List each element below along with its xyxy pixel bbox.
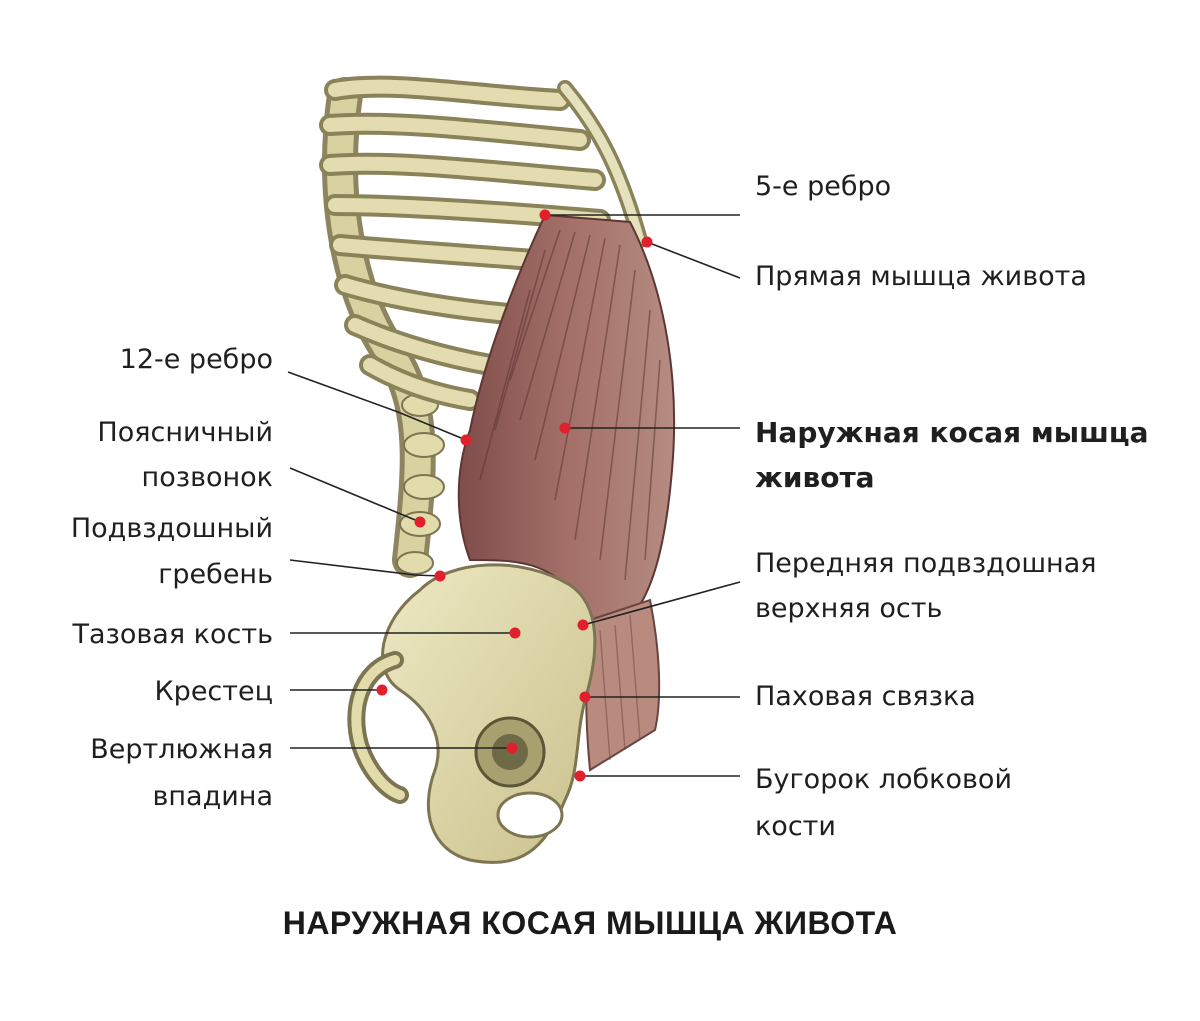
marker-external-oblique xyxy=(559,422,571,434)
label-acetabulum-1: Вертлюжная xyxy=(90,734,273,765)
label-inguinal-ligament: Паховая связка xyxy=(755,681,976,712)
marker-pubic xyxy=(574,770,586,782)
label-iliac-crest-2: гребень xyxy=(158,559,273,590)
marker-iliac-crest xyxy=(434,570,446,582)
marker-rib5 xyxy=(539,209,551,221)
marker-pelvis xyxy=(509,627,521,639)
label-rectus-abdominis: Прямая мышца живота xyxy=(755,261,1087,292)
label-external-oblique-2: живота xyxy=(755,461,875,494)
marker-asis xyxy=(577,619,589,631)
marker-sacrum xyxy=(376,684,388,696)
label-lumbar-vertebra-2: позвонок xyxy=(141,462,273,493)
label-rib12: 12-е ребро xyxy=(119,344,273,375)
label-pubic-tubercle-1: Бугорок лобковой xyxy=(755,764,1012,795)
label-external-oblique-1: Наружная косая мышца xyxy=(755,416,1149,449)
label-asis-1: Передняя подвздошная xyxy=(755,548,1097,579)
label-lumbar-vertebra-1: Поясничный xyxy=(97,417,273,448)
leader-lines xyxy=(287,214,741,777)
marker-lumbar xyxy=(414,516,426,528)
marker-rectus xyxy=(641,236,653,248)
marker-acetabulum xyxy=(506,742,518,754)
label-pubic-tubercle-2: кости xyxy=(755,811,836,842)
label-pelvic-bone: Тазовая кость xyxy=(72,619,273,650)
label-rib5: 5-е ребро xyxy=(755,171,892,202)
markers xyxy=(376,209,653,782)
label-asis-2: верхняя ость xyxy=(755,593,943,624)
label-acetabulum-2: впадина xyxy=(152,781,273,812)
pelvis-bone xyxy=(347,563,597,864)
marker-inguinal xyxy=(579,691,591,703)
label-iliac-crest-1: Подвздошный xyxy=(70,513,273,544)
marker-rib12 xyxy=(460,434,472,446)
label-sacrum: Крестец xyxy=(154,676,273,707)
diagram-caption: НАРУЖНАЯ КОСАЯ МЫШЦА ЖИВОТА xyxy=(282,905,898,941)
external-oblique-muscle xyxy=(457,213,676,772)
